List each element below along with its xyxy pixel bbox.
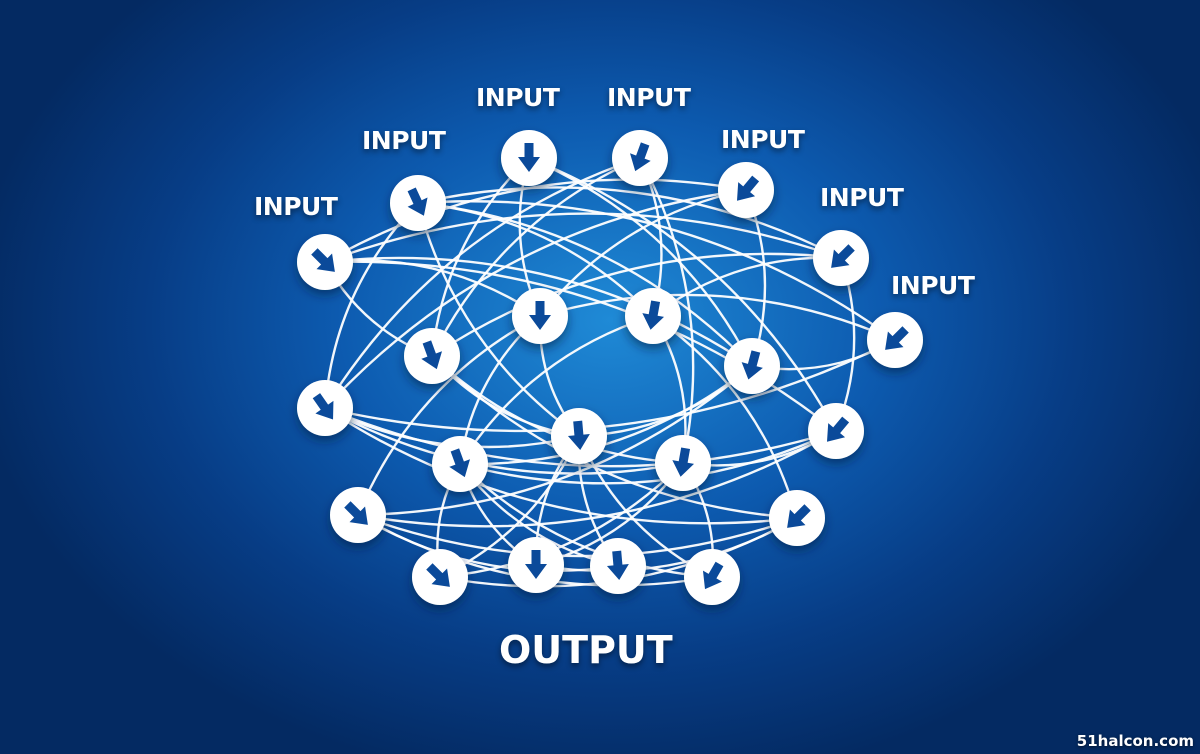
connection-link: [323, 256, 754, 368]
down-arrow-icon: [630, 142, 651, 172]
down-arrow-icon: [885, 326, 909, 350]
down-arrow-icon: [312, 393, 334, 420]
connection-link: [323, 338, 897, 433]
connection-link: [438, 461, 685, 579]
input-label-6: INPUT: [820, 183, 904, 212]
output-node: [412, 549, 468, 605]
down-arrow-icon: [827, 416, 850, 442]
down-arrow-icon: [407, 187, 428, 216]
watermark-text: 51halcon.com: [1076, 732, 1194, 750]
output-node: [508, 537, 564, 593]
input-label-2: INPUT: [362, 126, 446, 155]
down-arrow-icon: [449, 448, 470, 478]
connection-link: [416, 186, 843, 260]
down-arrow-icon: [525, 550, 547, 579]
connection-link: [534, 516, 799, 573]
connection-link: [538, 188, 748, 318]
hidden-node: [808, 403, 864, 459]
connection-link: [538, 293, 897, 342]
connection-link: [323, 156, 642, 410]
input-node: [612, 130, 668, 186]
connection-link: [323, 406, 685, 475]
input-label-3: INPUT: [476, 83, 560, 112]
connection-link: [356, 513, 799, 558]
input-node: [501, 130, 557, 186]
down-arrow-icon: [344, 501, 368, 525]
down-arrow-icon: [518, 143, 540, 172]
connection-link: [323, 188, 748, 410]
hidden-node: [625, 288, 681, 344]
connection-link: [356, 429, 838, 528]
down-arrow-icon: [311, 248, 335, 272]
connection-link: [323, 406, 799, 525]
input-node: [297, 234, 353, 290]
hidden-node: [769, 490, 825, 546]
connection-link: [430, 354, 799, 520]
input-label-1: INPUT: [254, 192, 338, 221]
connection-link: [323, 201, 420, 410]
connection-links: [323, 156, 897, 588]
down-arrow-icon: [529, 301, 551, 330]
down-arrow-icon: [741, 350, 763, 380]
hidden-node: [297, 380, 353, 436]
connection-link: [458, 429, 838, 485]
hidden-node: [512, 288, 568, 344]
hidden-node: [724, 338, 780, 394]
connection-link: [416, 201, 581, 438]
input-label-5: INPUT: [721, 125, 805, 154]
connection-link: [356, 314, 542, 517]
input-node: [390, 175, 446, 231]
down-arrow-icon: [567, 420, 590, 450]
down-arrow-icon: [702, 561, 724, 590]
input-label-4: INPUT: [607, 83, 691, 112]
down-arrow-icon: [642, 300, 665, 330]
connection-link: [323, 212, 843, 264]
down-arrow-icon: [672, 447, 695, 477]
hidden-node: [655, 435, 711, 491]
connection-link: [638, 156, 695, 465]
connection-link: [458, 364, 754, 466]
down-arrow-icon: [737, 175, 760, 201]
connection-link: [430, 156, 642, 358]
connection-link: [430, 156, 531, 358]
input-node: [867, 312, 923, 368]
connection-link: [416, 200, 897, 342]
hidden-node: [404, 328, 460, 384]
down-arrow-icon: [787, 504, 811, 528]
down-arrow-icon: [606, 550, 629, 580]
down-arrow-icon: [421, 340, 442, 370]
down-arrow-icon: [426, 563, 450, 587]
connection-link: [430, 252, 843, 358]
connection-link: [651, 314, 799, 520]
output-node: [684, 549, 740, 605]
hidden-node: [330, 487, 386, 543]
hidden-node: [551, 408, 607, 464]
down-arrow-icon: [831, 244, 855, 268]
hidden-node: [432, 436, 488, 492]
connection-link: [458, 314, 655, 466]
connection-link: [323, 260, 838, 433]
network-nodes: [297, 130, 923, 605]
input-node: [718, 162, 774, 218]
connection-link: [356, 513, 620, 573]
input-label-7: INPUT: [891, 271, 975, 300]
connection-link: [356, 364, 754, 517]
connection-link: [416, 201, 754, 368]
output-node: [590, 538, 646, 594]
connection-link: [527, 156, 754, 368]
input-node: [813, 230, 869, 286]
output-label: OUTPUT: [499, 628, 673, 672]
connection-link: [458, 462, 714, 579]
